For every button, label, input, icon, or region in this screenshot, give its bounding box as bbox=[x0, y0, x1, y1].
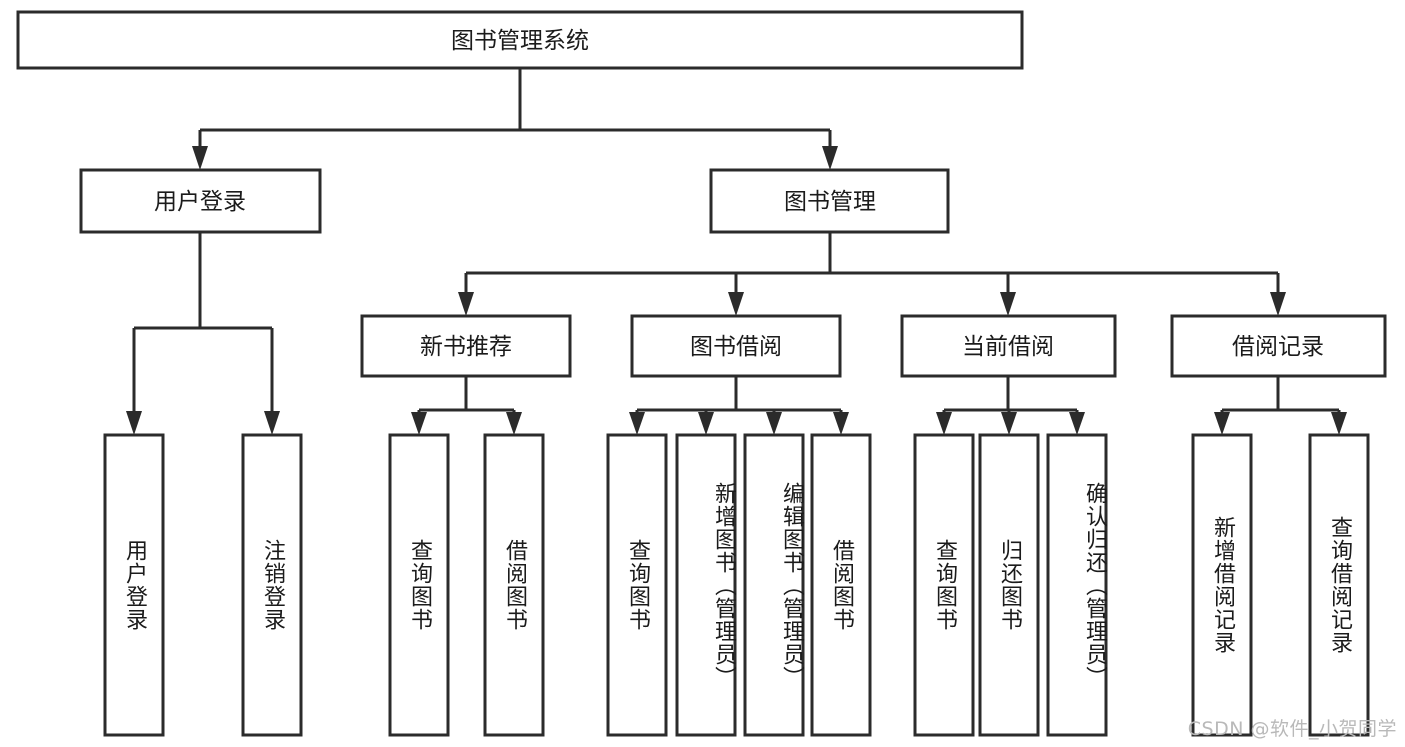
leaf-box-query-book-current[interactable] bbox=[913, 433, 975, 737]
node-user-login-label: 用户登录 bbox=[154, 189, 246, 215]
leaf-box-user-login[interactable] bbox=[103, 433, 165, 737]
arrow-head-cb-leaf-3 bbox=[1069, 412, 1085, 435]
node-new-book-recommend[interactable]: 新书推荐 bbox=[360, 314, 572, 378]
node-current-borrow[interactable]: 当前借阅 bbox=[900, 314, 1117, 378]
arrow-head-cb-leaf-1 bbox=[936, 412, 952, 435]
arrow-head-root-to-book-management bbox=[822, 146, 838, 170]
leaf-box-edit-book-admin[interactable] bbox=[743, 433, 805, 737]
arrow-head-bb-leaf-2 bbox=[698, 412, 714, 435]
connector-group-current-borrow-to-leaves bbox=[936, 376, 1085, 435]
node-book-management[interactable]: 图书管理 bbox=[709, 168, 950, 234]
leaf-box-add-borrow-record[interactable] bbox=[1191, 433, 1253, 737]
arrow-head-bm-current-borrow bbox=[1000, 292, 1016, 316]
leaf-box-borrow-book[interactable] bbox=[810, 433, 872, 737]
leaf-box-confirm-return-admin[interactable] bbox=[1046, 433, 1108, 737]
node-new-book-recommend-box[interactable] bbox=[360, 314, 572, 378]
arrow-head-root-to-user-login bbox=[192, 146, 208, 170]
connector-group-book-management-to-level3 bbox=[458, 232, 1286, 316]
leaf-box-query-book-rec[interactable] bbox=[388, 433, 450, 737]
leaf-box-return-book[interactable] bbox=[978, 433, 1040, 737]
connector-group-book-borrow-to-leaves bbox=[629, 376, 849, 435]
node-current-borrow-box[interactable] bbox=[900, 314, 1117, 378]
node-borrow-records-box[interactable] bbox=[1170, 314, 1387, 378]
node-book-borrow-label: 图书借阅 bbox=[690, 334, 782, 360]
node-book-borrow[interactable]: 图书借阅 bbox=[630, 314, 842, 378]
arrow-head-bb-leaf-3 bbox=[766, 412, 782, 435]
arrow-head-bm-book-borrow bbox=[728, 292, 744, 316]
arrow-head-br-leaf-1 bbox=[1214, 412, 1230, 435]
watermark-text: CSDN @软件_小贺同学 bbox=[1187, 718, 1397, 740]
leaf-box-query-borrow-record[interactable] bbox=[1308, 433, 1370, 737]
node-root[interactable]: 图书管理系统 bbox=[16, 10, 1024, 70]
connector-group-new-book-recommend-to-leaves bbox=[411, 376, 522, 435]
arrow-head-nbr-leaf-1 bbox=[411, 412, 427, 435]
arrow-head-bb-leaf-1 bbox=[629, 412, 645, 435]
node-book-management-box[interactable] bbox=[709, 168, 950, 234]
node-borrow-records-label: 借阅记录 bbox=[1232, 334, 1324, 360]
node-borrow-records[interactable]: 借阅记录 bbox=[1170, 314, 1387, 378]
arrow-head-nbr-leaf-2 bbox=[506, 412, 522, 435]
arrow-head-bb-leaf-4 bbox=[833, 412, 849, 435]
node-root-box[interactable] bbox=[16, 10, 1024, 70]
arrow-head-bm-new-book-recommend bbox=[458, 292, 474, 316]
node-user-login-box[interactable] bbox=[79, 168, 322, 234]
arrow-head-bm-borrow-records bbox=[1270, 292, 1286, 316]
node-book-borrow-box[interactable] bbox=[630, 314, 842, 378]
node-current-borrow-label: 当前借阅 bbox=[962, 334, 1054, 360]
arrow-head-cb-leaf-2 bbox=[1001, 412, 1017, 435]
arrow-head-user-login-leaf-1 bbox=[126, 411, 142, 435]
leaf-boxes-group bbox=[103, 433, 1370, 737]
node-root-label: 图书管理系统 bbox=[451, 28, 589, 54]
connector-group-user-login-to-leaves bbox=[126, 232, 280, 435]
leaf-box-logout[interactable] bbox=[241, 433, 303, 737]
arrow-head-user-login-leaf-2 bbox=[264, 411, 280, 435]
node-user-login[interactable]: 用户登录 bbox=[79, 168, 322, 234]
arrow-head-br-leaf-2 bbox=[1331, 412, 1347, 435]
connector-group-root-to-level2 bbox=[192, 68, 838, 170]
node-new-book-recommend-label: 新书推荐 bbox=[420, 334, 512, 360]
leaf-box-query-book-borrow[interactable] bbox=[606, 433, 668, 737]
leaf-box-borrow-book-rec[interactable] bbox=[483, 433, 545, 737]
node-book-management-label: 图书管理 bbox=[784, 189, 876, 215]
connector-group-borrow-records-to-leaves bbox=[1214, 376, 1347, 435]
leaf-box-add-book-admin[interactable] bbox=[675, 433, 737, 737]
